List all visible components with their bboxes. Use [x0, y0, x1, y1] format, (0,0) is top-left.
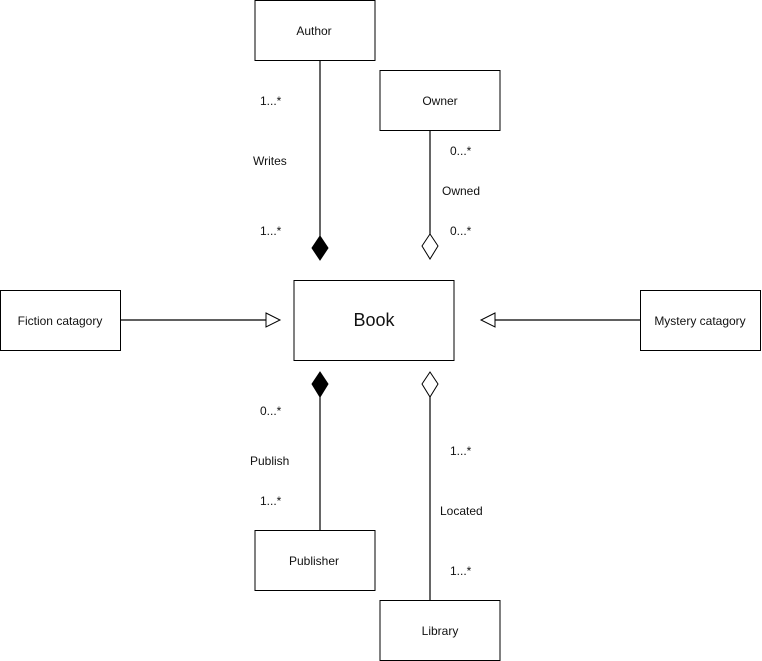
- author-label: Author: [296, 24, 331, 38]
- library-label: Library: [422, 624, 459, 638]
- publisher-label: Publisher: [289, 554, 339, 568]
- mystery-category-label: Mystery catagory: [654, 314, 745, 328]
- writes-relation-label: Writes: [253, 154, 287, 168]
- mystery-category-class[interactable]: Mystery catagory: [640, 290, 761, 351]
- author-class[interactable]: Author: [254, 0, 376, 61]
- owned-book-multiplicity: 0...*: [450, 224, 472, 238]
- publish-relation-label: Publish: [250, 454, 289, 468]
- library-class[interactable]: Library: [379, 600, 501, 661]
- composition-diamond-bottom: [311, 371, 329, 398]
- fiction-category-class[interactable]: Fiction catagory: [0, 290, 121, 351]
- aggregation-diamond-bottom: [421, 371, 439, 398]
- aggregation-diamond-top: [421, 233, 439, 260]
- located-relation-label: Located: [440, 504, 483, 518]
- publish-publisher-multiplicity: 1...*: [260, 494, 282, 508]
- located-book-multiplicity: 1...*: [450, 444, 472, 458]
- owned-owner-multiplicity: 0...*: [450, 144, 472, 158]
- owner-class[interactable]: Owner: [379, 70, 501, 131]
- writes-book-multiplicity: 1...*: [260, 224, 282, 238]
- located-library-multiplicity: 1...*: [450, 564, 472, 578]
- book-label: Book: [353, 310, 395, 330]
- composition-diamond-top: [311, 235, 329, 261]
- owned-relation-label: Owned: [442, 184, 480, 198]
- book-class[interactable]: Book: [293, 280, 455, 361]
- publish-book-multiplicity: 0...*: [260, 404, 282, 418]
- generalization-arrow-right: [479, 312, 496, 328]
- generalization-arrow-left: [265, 312, 282, 328]
- owner-label: Owner: [422, 94, 457, 108]
- fiction-category-label: Fiction catagory: [18, 314, 103, 328]
- publisher-class[interactable]: Publisher: [254, 530, 376, 591]
- writes-author-multiplicity: 1...*: [260, 94, 282, 108]
